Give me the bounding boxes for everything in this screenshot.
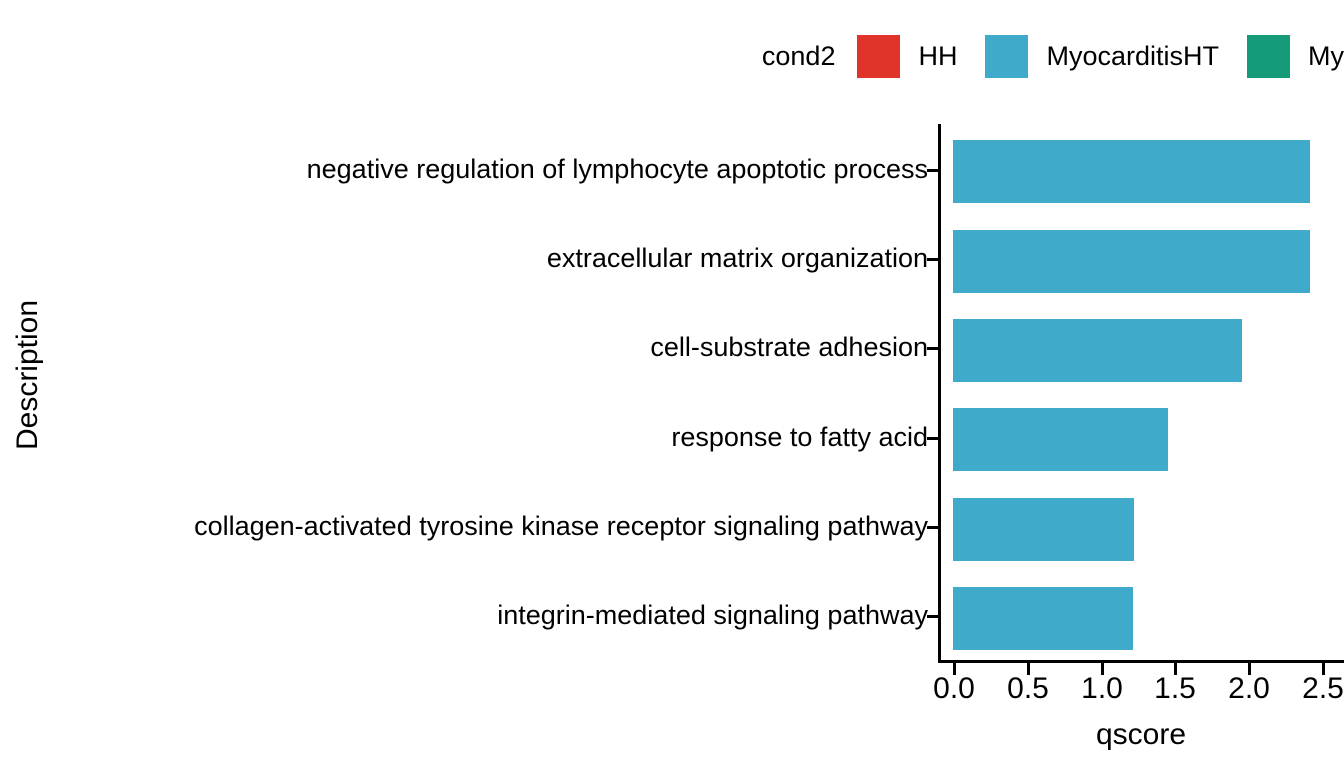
- y-axis-label-5: integrin-mediated signaling pathway: [497, 600, 928, 630]
- legend-swatch-truncated: [1247, 34, 1290, 78]
- y-axis-label-2: cell-substrate adhesion: [650, 332, 928, 362]
- y-axis-label-0: negative regulation of lymphocyte apopto…: [306, 154, 928, 184]
- x-axis-tick-4: [1248, 663, 1251, 675]
- x-axis-title: qscore: [1095, 718, 1187, 751]
- y-axis-tick-0: [927, 169, 938, 172]
- x-axis-tick-1: [1027, 663, 1030, 675]
- x-axis-tick-5: [1322, 663, 1325, 675]
- y-axis-category-labels: negative regulation of lymphocyte apopto…: [0, 124, 928, 660]
- legend-title: cond2: [761, 40, 836, 71]
- plot-panel: [927, 124, 1344, 675]
- x-axis-tick-label-1: 0.5: [1007, 672, 1049, 705]
- x-axis-tick-label-5: 2.5: [1302, 672, 1344, 705]
- bar-4[interactable]: [953, 498, 1134, 561]
- y-axis-tick-3: [927, 437, 938, 440]
- bar-1[interactable]: [953, 230, 1310, 293]
- bar-0[interactable]: [953, 140, 1310, 203]
- y-axis-line: [938, 124, 941, 660]
- chart-legend: cond2 HH MyocarditisHT My: [0, 28, 1344, 84]
- y-axis-tick-1: [927, 258, 938, 261]
- legend-item-myocarditisht[interactable]: MyocarditisHT: [985, 34, 1219, 78]
- y-axis-tick-2: [927, 347, 938, 350]
- y-axis-label-1: extracellular matrix organization: [546, 243, 928, 273]
- x-axis-tick-labels: 0.0 0.5 1.0 1.5 2.0 2.5: [0, 672, 1344, 712]
- legend-item-truncated[interactable]: My: [1247, 34, 1344, 78]
- y-axis-label-4: collagen-activated tyrosine kinase recep…: [194, 511, 928, 541]
- y-axis-title: Description: [11, 299, 44, 451]
- x-axis-tick-2: [1101, 663, 1104, 675]
- x-axis-tick-3: [1174, 663, 1177, 675]
- legend-swatch-hh: [857, 34, 901, 78]
- x-axis-tick-label-4: 2.0: [1228, 672, 1270, 705]
- x-axis-tick-label-3: 1.5: [1154, 672, 1196, 705]
- x-axis-tick-0: [953, 663, 956, 675]
- bar-2[interactable]: [953, 319, 1242, 382]
- y-axis-tick-5: [927, 615, 938, 618]
- x-axis-line: [938, 660, 1344, 663]
- x-axis-tick-label-2: 1.0: [1081, 672, 1123, 705]
- y-axis-label-3: response to fatty acid: [671, 422, 928, 452]
- legend-item-hh[interactable]: HH: [857, 34, 958, 78]
- legend-label-truncated: My: [1308, 40, 1344, 71]
- x-axis-tick-label-0: 0.0: [933, 672, 975, 705]
- bar-5[interactable]: [953, 587, 1133, 650]
- legend-label-myocarditisht: MyocarditisHT: [1046, 40, 1219, 71]
- legend-swatch-myocarditisht: [985, 34, 1029, 78]
- bar-3[interactable]: [953, 408, 1168, 471]
- y-axis-tick-4: [927, 526, 938, 529]
- legend-label-hh: HH: [918, 40, 958, 71]
